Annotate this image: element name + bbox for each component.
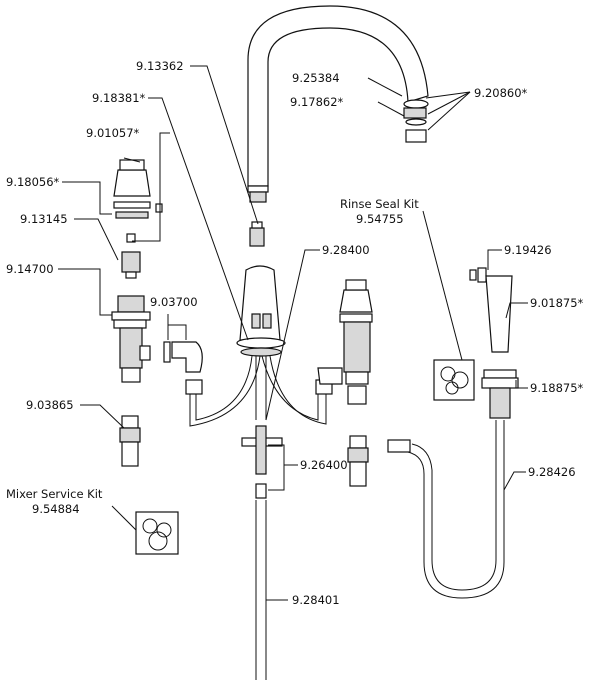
- label-9-01057: 9.01057*: [86, 126, 140, 140]
- gooseneck-spout: [247, 5, 429, 187]
- left-cartridge: [121, 233, 141, 279]
- label-9-03700: 9.03700: [150, 295, 198, 309]
- label-9-20860: 9.20860*: [474, 86, 528, 100]
- label-9-14700: 9.14700: [6, 262, 54, 276]
- left-elbow-connector: [163, 341, 203, 373]
- left-handle: [113, 157, 151, 197]
- label-9-18381: 9.18381*: [92, 91, 146, 105]
- label-9-54755: 9.54755: [356, 212, 404, 226]
- rinse-spray-handle: [469, 267, 513, 353]
- label-9-28426: 9.28426: [528, 465, 576, 479]
- supply-hose-center: [255, 500, 267, 680]
- left-index-parts: [113, 201, 163, 219]
- label-rinse-seal-kit: Rinse Seal Kit: [340, 197, 419, 211]
- label-9-19426: 9.19426: [504, 243, 552, 257]
- label-9-18056: 9.18056*: [6, 175, 60, 189]
- label-9-18875: 9.18875*: [530, 381, 584, 395]
- rinse-hose: [387, 420, 505, 599]
- part-labels: 9.13362 9.18381* 9.01057* 9.18056* 9.131…: [6, 59, 584, 607]
- left-union-connector: [119, 415, 141, 467]
- spout-adapter-part: [249, 221, 265, 247]
- rinse-seal-kit-box: [433, 359, 475, 401]
- label-9-25384: 9.25384: [292, 71, 340, 85]
- rinse-spray-base: [481, 369, 519, 419]
- leader-lines: [58, 65, 528, 601]
- mounting-bolt: [241, 425, 283, 499]
- spout-aerator-parts: [403, 99, 429, 143]
- label-9-28400: 9.28400: [322, 243, 370, 257]
- right-union-connector: [347, 435, 369, 487]
- label-9-26400: 9.26400: [300, 458, 348, 472]
- mixer-hoses: [185, 355, 333, 427]
- right-valve-body: [317, 321, 371, 405]
- label-9-17862: 9.17862*: [290, 95, 344, 109]
- label-mixer-service-kit: Mixer Service Kit: [6, 487, 103, 501]
- label-9-28401: 9.28401: [292, 593, 340, 607]
- label-9-54884: 9.54884: [32, 502, 80, 516]
- right-handle: [339, 279, 373, 323]
- label-9-13362: 9.13362: [136, 59, 184, 73]
- label-9-01875: 9.01875*: [530, 296, 584, 310]
- label-9-13145: 9.13145: [20, 212, 68, 226]
- mixer-body: [236, 265, 286, 357]
- label-9-03865: 9.03865: [26, 398, 74, 412]
- left-valve-body: [111, 295, 151, 383]
- spout-base-ring: [247, 185, 269, 203]
- mixer-service-kit-box: [135, 511, 179, 555]
